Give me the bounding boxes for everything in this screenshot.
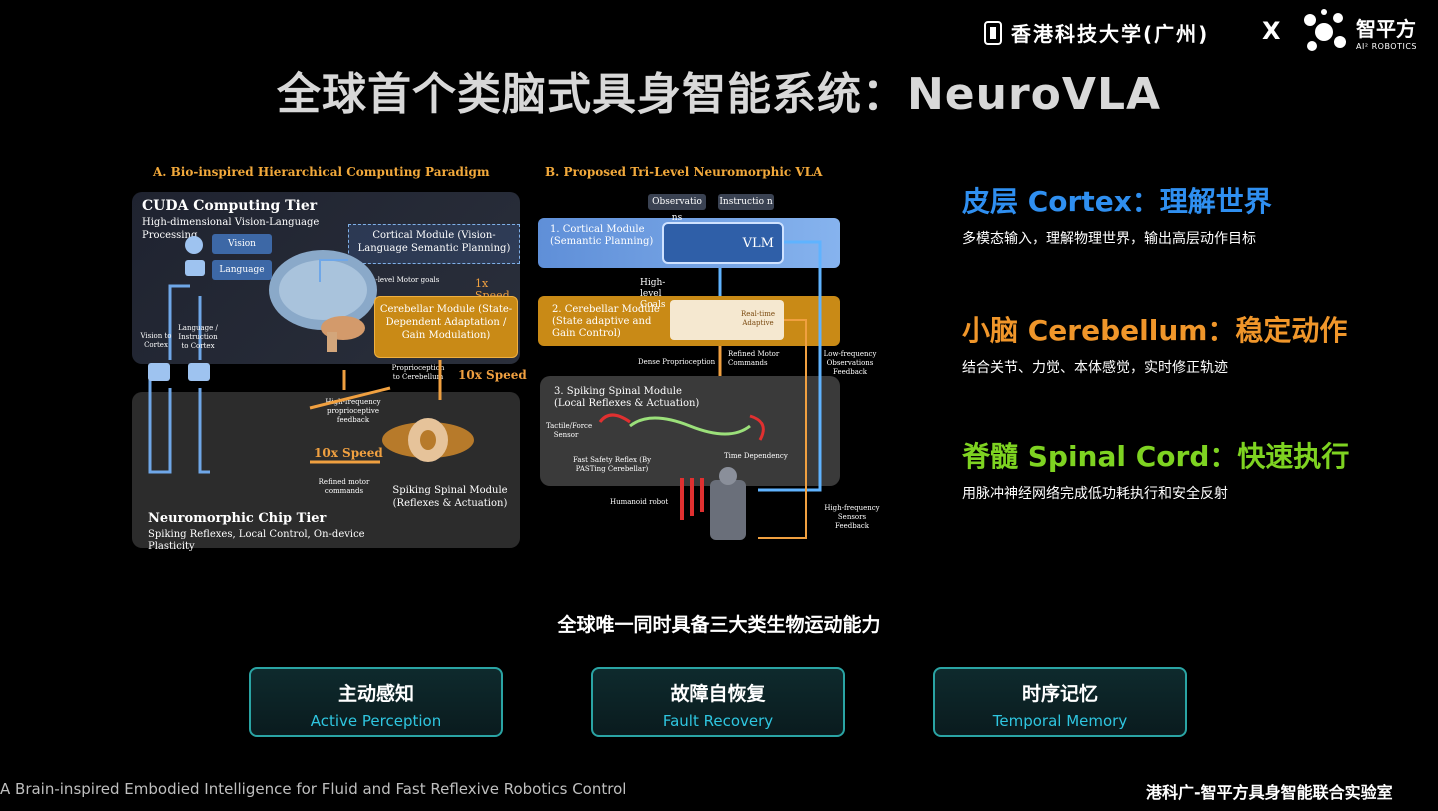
partner-sub: AI² ROBOTICS [1356, 42, 1417, 51]
language-chip: Language [212, 260, 272, 280]
spinal-cord-illustration [382, 418, 474, 462]
dense-proprio: Dense Proprioception [638, 358, 716, 366]
vision-to-cortex: Vision to Cortex [140, 332, 172, 349]
vlm-box: VLM [662, 222, 784, 264]
vlm-label: VLM [742, 236, 774, 251]
hkust-emblem-icon [984, 20, 1002, 45]
chat-icon [185, 260, 205, 276]
page-title: 全球首个类脑式具身智能系统：NeuroVLA [276, 69, 1162, 120]
ability-active-perception: 主动感知 Active Perception [249, 667, 503, 737]
cerebellar-module-a: Cerebellar Module (State-Dependent Adapt… [374, 296, 518, 358]
ability-heading: 全球唯一同时具备三大类生物运动能力 [557, 614, 881, 636]
level-spinal: 脊髓 Spinal Cord：快速执行 用脉冲神经网络完成低功耗执行和安全反射 [962, 435, 1349, 503]
hkust-name: 香港科技大学(广州) [1011, 22, 1210, 46]
cerebellar-module-b: 2. Cerebellar Module (State adaptive and… [552, 304, 660, 339]
level-spinal-title: 脊髓 Spinal Cord：快速执行 [962, 440, 1350, 473]
speed-10x-a: 10x Speed [458, 368, 527, 382]
ability-en: Fault Recovery [662, 712, 774, 730]
ability-cn: 时序记忆 [1021, 683, 1098, 705]
ability-fault-recovery: 故障自恢复 Fault Recovery [591, 667, 845, 737]
logo-separator: X [1262, 17, 1281, 45]
architecture-figure: A. Bio-inspired Hierarchical Computing P… [130, 160, 880, 560]
fast-safety-reflex: Fast Safety Reflex (By PASTing Cerebella… [572, 456, 652, 473]
neuro-tier-desc: Spiking Reflexes, Local Control, On-devi… [148, 529, 365, 552]
humanoid-robot-label: Humanoid robot [610, 498, 669, 506]
level-cortex-title: 皮层 Cortex：理解世界 [962, 185, 1272, 218]
adaptive-graph: Real-time Adaptive [670, 300, 784, 340]
brain-illustration [269, 250, 377, 352]
vision-chip: Vision [212, 234, 272, 254]
cortical-module-a: Cortical Module (Vision-Language Semanti… [348, 224, 520, 264]
connector-lines-a [148, 259, 442, 474]
ability-temporal-memory: 时序记忆 Temporal Memory [933, 667, 1187, 737]
spinal-module-b: 3. Spiking Spinal Module (Local Reflexes… [554, 386, 700, 409]
low-freq-feedback: Low-frequency Observations Feedback [823, 350, 877, 376]
camera-icon [148, 363, 170, 381]
level-cerebellum: 小脑 Cerebellum：稳定动作 结合关节、力觉、本体感觉，实时修正轨迹 [962, 309, 1347, 377]
neuro-tier-title: Neuromorphic Chip Tier [148, 511, 327, 526]
observation-box: Observatio ns [648, 194, 706, 223]
neuro-tier-panel [132, 392, 520, 548]
partner-logo: 智平方 AI² ROBOTICS [1300, 8, 1417, 56]
real-time-adaptive: Real-time Adaptive [740, 310, 776, 327]
time-dependency: Time Dependency [724, 452, 788, 460]
level-cortex: 皮层 Cortex：理解世界 多模态输入，理解物理世界，输出高层动作目标 [962, 180, 1272, 248]
cuda-tier-title: CUDA Computing Tier [142, 198, 318, 214]
connector-lines-b [598, 240, 822, 540]
caption-b: B. Proposed Tri-Level Neuromorphic VLA [545, 165, 823, 179]
refined-commands-a: Refined motor commands [318, 478, 370, 495]
tactile-sensor: Tactile/Force Sensor [546, 422, 593, 439]
refined-commands-b: Refined Motor Commands [728, 350, 780, 367]
spinal-layer-b [540, 376, 840, 486]
level-cortex-desc: 多模态输入，理解物理世界，输出高层动作目标 [962, 231, 1256, 247]
speed-10x-b: 10x Speed [314, 446, 383, 460]
language-to-cortex: Language / Instruction to Cortex [178, 324, 218, 350]
instruction-box: Instructio n [718, 194, 774, 210]
high-level-goals: High-level Goals [640, 278, 666, 310]
hkust-logo: 香港科技大学(广州) [983, 18, 1209, 47]
eye-icon [185, 236, 203, 254]
partner-name: 智平方 [1356, 17, 1416, 41]
footer-lab: 港科广-智平方具身智能联合实验室 [1146, 783, 1393, 802]
speech-icon [188, 363, 210, 381]
caption-a: A. Bio-inspired Hierarchical Computing P… [153, 165, 490, 179]
high-freq-feedback: High-frequency proprioceptive feedback [325, 398, 381, 424]
high-freq-sensors: High-frequency Sensors Feedback [824, 504, 880, 530]
proprio-to-cerebellum: Proprioception to Cerebellum [391, 364, 445, 381]
level-cerebellum-title: 小脑 Cerebellum：稳定动作 [962, 314, 1348, 347]
partner-emblem-icon [1304, 9, 1346, 51]
ability-cn: 故障自恢复 [670, 683, 766, 705]
ability-en: Active Perception [310, 712, 442, 730]
level-spinal-desc: 用脉冲神经网络完成低功耗执行和安全反射 [962, 486, 1228, 502]
cortical-module-b: 1. Cortical Module (Semantic Planning) [550, 224, 654, 247]
motor-goals-label: High-level Motor goals [358, 276, 440, 284]
cuda-tier-desc: High-dimensional Vision-Language Process… [142, 217, 320, 241]
ability-en: Temporal Memory [992, 712, 1128, 730]
ability-cn: 主动感知 [337, 683, 414, 705]
level-cerebellum-desc: 结合关节、力觉、本体感觉，实时修正轨迹 [962, 360, 1228, 376]
spinal-module-a: Spiking Spinal Module (Reflexes & Actuat… [392, 485, 508, 509]
footer-subtitle: A Brain-inspired Embodied Intelligence f… [0, 780, 627, 798]
